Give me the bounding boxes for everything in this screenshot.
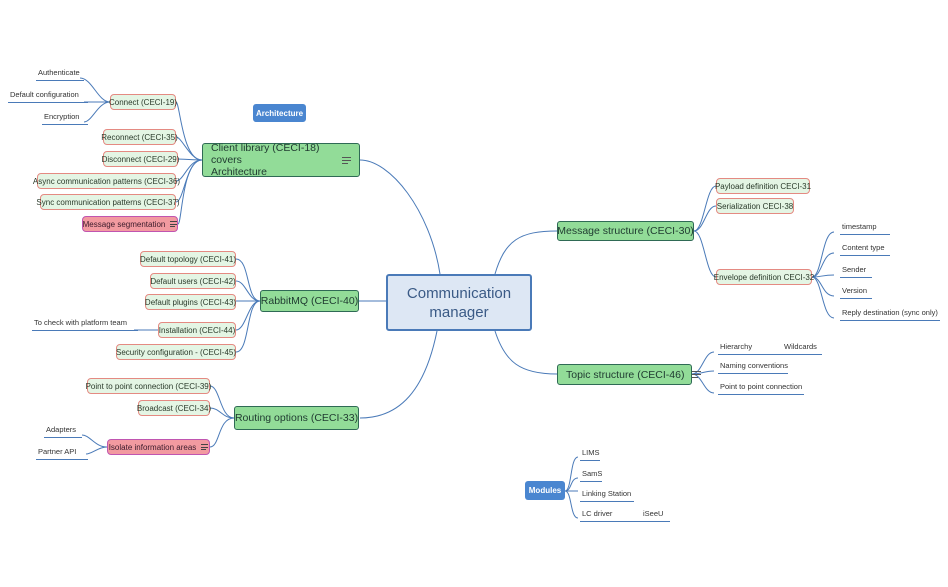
leaf-sender[interactable]: Sender	[840, 265, 872, 278]
rabbitmq-topic[interactable]: RabbitMQ (CECI-40)	[260, 290, 359, 312]
notes-icon	[692, 371, 702, 378]
architecture-floating-topic[interactable]: Architecture	[253, 104, 306, 122]
message-structure-topic[interactable]: Message structure (CECI-30)	[557, 221, 694, 241]
leaf-sams[interactable]: SamS	[580, 469, 602, 482]
leaf-check-platform-team[interactable]: To check with platform team	[32, 318, 138, 331]
async-patterns-subtopic[interactable]: Async communication patterns (CECI-36)	[33, 173, 180, 189]
iseeu-label[interactable]: iSeeU	[643, 509, 664, 518]
connect-subtopic[interactable]: Connect (CECI-19)	[109, 94, 177, 110]
envelope-definition-subtopic[interactable]: Envelope definition CECI-32	[714, 269, 814, 285]
leaf-naming-conventions[interactable]: Naming conventions	[718, 361, 788, 374]
disconnect-subtopic[interactable]: Disconnect (CECI-29)	[102, 151, 179, 167]
reconnect-subtopic[interactable]: Reconnect (CECI-35)	[101, 129, 178, 145]
serialization-subtopic[interactable]: Serialization CECI-38	[716, 198, 794, 214]
sync-patterns-subtopic[interactable]: Sync communication patterns (CECI-37)	[36, 194, 180, 210]
leaf-version[interactable]: Version	[840, 286, 872, 299]
default-plugins-subtopic[interactable]: Default plugins (CECI-43)	[145, 294, 236, 310]
leaf-reply-destination[interactable]: Reply destination (sync only)	[840, 308, 940, 321]
notes-icon	[201, 444, 209, 450]
topic-structure-label: Topic structure (CECI-46)	[566, 368, 685, 381]
lc-driver-label: LC driver	[582, 509, 613, 518]
central-line-1: Communication	[406, 284, 512, 302]
link-central-message	[494, 230, 558, 275]
leaf-default-configuration[interactable]: Default configuration	[8, 90, 88, 103]
leaf-adapters[interactable]: Adapters	[44, 425, 82, 438]
leaf-authenticate[interactable]: Authenticate	[36, 68, 84, 81]
leaf-lc-driver[interactable]: LC driver iSeeU	[580, 509, 670, 522]
leaf-timestamp[interactable]: timestamp	[840, 222, 890, 235]
payload-definition-subtopic[interactable]: Payload definition CECI-31	[715, 178, 811, 194]
link-central-routing	[359, 330, 438, 419]
link-central-topic	[494, 330, 558, 375]
leaf-linking-station[interactable]: Linking Station	[580, 489, 634, 502]
leaf-encryption[interactable]: Encryption	[42, 112, 88, 125]
leaf-partner-api[interactable]: Partner API	[36, 447, 88, 460]
isolate-information-areas-subtopic[interactable]: Isolate information areas	[107, 439, 210, 455]
message-segmentation-subtopic[interactable]: Message segmentation	[82, 216, 178, 232]
leaf-point-to-point-connection[interactable]: Point to point connection	[718, 382, 804, 395]
client-library-label-2: Architecture	[211, 166, 268, 178]
link-central-client	[359, 159, 441, 275]
modules-floating-topic[interactable]: Modules	[525, 481, 565, 500]
notes-icon	[170, 221, 178, 227]
topic-structure-topic[interactable]: Topic structure (CECI-46)	[557, 364, 702, 385]
wildcards-label[interactable]: Wildcards	[784, 342, 817, 351]
client-library-label-1: Client library (CECI-18) covers	[211, 142, 320, 166]
hierarchy-label: Hierarchy	[720, 342, 753, 351]
point-to-point-connection-subtopic[interactable]: Point to point connection (CECI-39)	[86, 378, 211, 394]
routing-options-topic[interactable]: Routing options (CECI-33)	[234, 406, 359, 430]
leaf-content-type[interactable]: Content type	[840, 243, 890, 256]
security-configuration-subtopic[interactable]: Security configuration - (CECI-45)	[116, 344, 236, 360]
broadcast-subtopic[interactable]: Broadcast (CECI-34)	[137, 400, 211, 416]
notes-icon	[342, 156, 351, 164]
central-line-2: manager	[429, 303, 489, 321]
default-users-subtopic[interactable]: Default users (CECI-42)	[150, 273, 236, 289]
leaf-hierarchy[interactable]: Hierarchy Wildcards	[718, 342, 822, 355]
default-topology-subtopic[interactable]: Default topology (CECI-41)	[140, 251, 236, 267]
leaf-lims[interactable]: LIMS	[580, 448, 600, 461]
installation-subtopic[interactable]: Installation (CECI-44)	[158, 322, 236, 338]
